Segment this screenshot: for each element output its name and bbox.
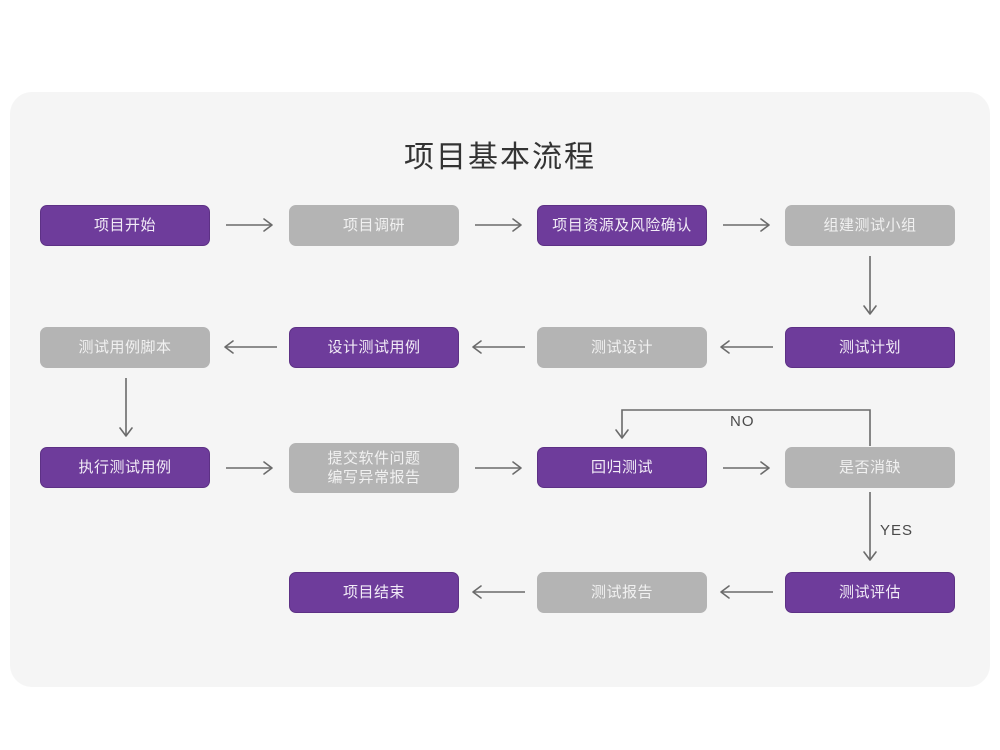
- node-test-evaluation[interactable]: 测试评估: [785, 572, 955, 613]
- arrow-n4-to-n8: [863, 256, 877, 315]
- page-title: 项目基本流程: [404, 141, 596, 174]
- node-resource-risk-confirm[interactable]: 项目资源及风险确认: [537, 205, 707, 246]
- node-project-end[interactable]: 项目结束: [289, 572, 459, 613]
- node-form-test-team[interactable]: 组建测试小组: [785, 205, 955, 246]
- node-test-plan[interactable]: 测试计划: [785, 327, 955, 368]
- arrow-n1-to-n2: [226, 218, 273, 232]
- node-execute-test-cases[interactable]: 执行测试用例: [40, 447, 210, 488]
- arrow-yes-n12-to-n15: [863, 492, 877, 561]
- arrow-n2-to-n3: [475, 218, 522, 232]
- arrow-n9-to-n10: [226, 461, 273, 475]
- edge-label-yes: YES: [880, 522, 914, 539]
- arrow-n6-to-n5: [224, 340, 277, 354]
- arrow-n3-to-n4: [723, 218, 770, 232]
- arrow-n11-to-n12: [723, 461, 770, 475]
- arrow-no-loop-n12-to-n11: [615, 409, 871, 446]
- arrow-n10-to-n11: [475, 461, 522, 475]
- arrow-n7-to-n6: [472, 340, 525, 354]
- node-defects-cleared-decision[interactable]: 是否消缺: [785, 447, 955, 488]
- node-design-test-cases[interactable]: 设计测试用例: [289, 327, 459, 368]
- node-test-case-script[interactable]: 测试用例脚本: [40, 327, 210, 368]
- edge-label-no: NO: [730, 413, 755, 430]
- arrow-n14-to-n13: [472, 585, 525, 599]
- node-project-start[interactable]: 项目开始: [40, 205, 210, 246]
- node-submit-defects-report[interactable]: 提交软件问题 编写异常报告: [289, 443, 459, 493]
- node-project-research[interactable]: 项目调研: [289, 205, 459, 246]
- node-test-report[interactable]: 测试报告: [537, 572, 707, 613]
- arrow-n5-to-n9: [119, 378, 133, 437]
- arrow-n8-to-n7: [720, 340, 773, 354]
- arrow-n15-to-n14: [720, 585, 773, 599]
- node-test-design[interactable]: 测试设计: [537, 327, 707, 368]
- node-regression-test[interactable]: 回归测试: [537, 447, 707, 488]
